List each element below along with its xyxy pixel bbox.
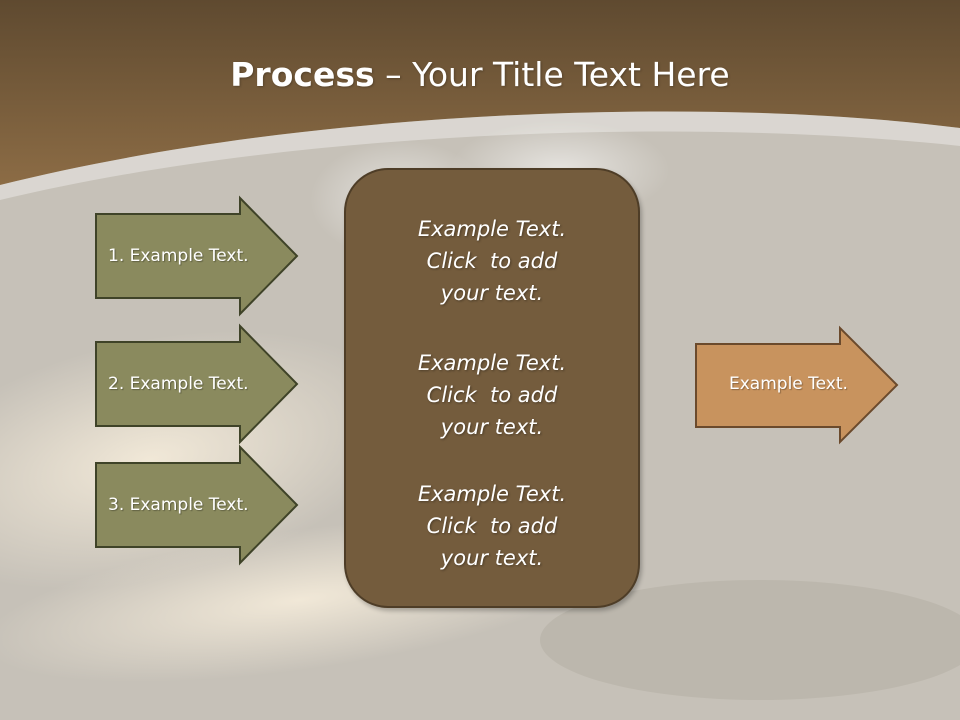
input-arrow-3-shape[interactable] — [95, 444, 299, 566]
title-rest: – Your Title Text Here — [374, 55, 730, 94]
page-title: Process – Your Title Text Here — [0, 52, 960, 98]
input-arrow-3-label: 3. Example Text. — [108, 495, 249, 515]
input-arrow-1-label: 1. Example Text. — [108, 246, 249, 266]
title-bold: Process — [230, 55, 375, 94]
input-arrow-1-shape[interactable] — [95, 195, 299, 317]
process-text-block-1[interactable]: Example Text. Click to add your text. — [417, 217, 567, 305]
process-text-block-3[interactable]: Example Text. Click to add your text. — [417, 482, 567, 570]
process-box[interactable] — [344, 168, 640, 608]
process-text-block-2[interactable]: Example Text. Click to add your text. — [417, 351, 567, 439]
output-arrow-label: Example Text. — [729, 374, 848, 394]
output-arrow-shape[interactable] — [695, 325, 899, 445]
input-arrow-2-shape[interactable] — [95, 323, 299, 445]
input-arrow-2-label: 2. Example Text. — [108, 374, 249, 394]
